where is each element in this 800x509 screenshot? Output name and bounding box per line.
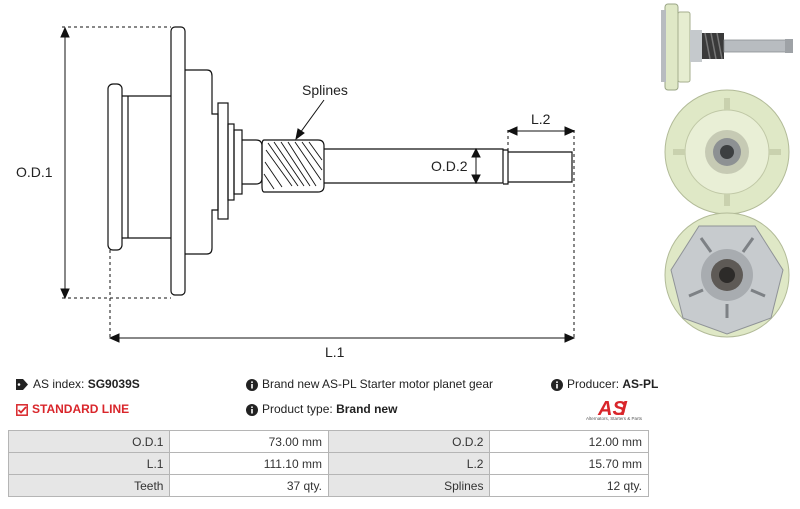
checkbox-icon	[16, 403, 28, 416]
spline-gear	[261, 139, 325, 193]
front-view-photo	[664, 89, 790, 215]
description-text: Brand new AS-PL Starter motor planet gea…	[262, 377, 494, 391]
spec-label: Teeth	[7, 474, 171, 497]
as-index-row: AS index: SG9039S	[16, 377, 140, 391]
od2-label: O.D.2	[431, 158, 468, 174]
spline-hatching	[263, 141, 323, 190]
l1-label: L.1	[325, 344, 345, 360]
spec-value: 15.70 mm	[489, 452, 649, 475]
standard-line-row: STANDARD LINE	[16, 402, 129, 416]
hub-bell	[185, 69, 219, 255]
as-logo-text: AS	[597, 398, 626, 420]
product-photos	[661, 3, 793, 338]
producer-value: AS-PL	[622, 377, 659, 391]
l2-label: L.2	[531, 111, 551, 127]
description-row: Brand new AS-PL Starter motor planet gea…	[246, 377, 493, 391]
as-index-value: SG9039S	[87, 377, 140, 391]
info-icon	[551, 378, 563, 391]
as-logo: AS	[597, 398, 628, 420]
spec-value: 111.10 mm	[169, 452, 329, 475]
spec-label: O.D.2	[327, 430, 491, 453]
product-type-row: Product type: Brand new	[246, 402, 397, 416]
technical-drawing: O.D.1 O.D.2 L.1 L.2 Splines	[16, 26, 576, 360]
product-type-value: Brand new	[336, 402, 398, 416]
spec-label: L.2	[327, 452, 491, 475]
standard-line-label: STANDARD LINE	[32, 402, 130, 416]
splines-label: Splines	[302, 82, 348, 98]
as-logo-subtitle: Alternators, Starters & Parts	[586, 416, 643, 421]
od1-label: O.D.1	[16, 164, 53, 180]
producer-label: Producer:	[567, 377, 620, 391]
info-icon	[246, 403, 258, 416]
spec-value: 12.00 mm	[489, 430, 649, 453]
producer-row: Producer: AS-PL	[551, 377, 658, 391]
spec-value: 12 qty.	[489, 474, 649, 497]
flange-plate	[170, 26, 186, 296]
product-type-label: Product type:	[262, 402, 333, 416]
spec-label: L.1	[7, 452, 171, 475]
spec-label: O.D.1	[7, 430, 171, 453]
as-index-label: AS index:	[33, 377, 85, 391]
info-icon	[246, 378, 258, 391]
side-view-photo	[661, 3, 793, 91]
back-view-photo	[664, 212, 790, 338]
spec-label: Splines	[327, 474, 491, 497]
back-cup-rim	[107, 83, 123, 251]
tag-icon	[16, 379, 28, 391]
spec-value: 37 qty.	[169, 474, 329, 497]
spec-value: 73.00 mm	[169, 430, 329, 453]
